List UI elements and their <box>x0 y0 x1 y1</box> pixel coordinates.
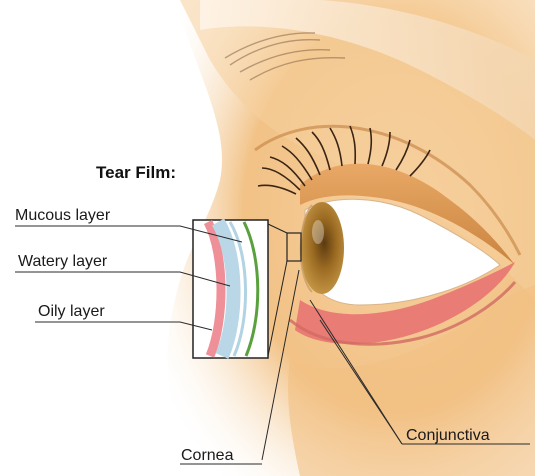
cornea-label: Cornea <box>181 447 234 464</box>
watery-layer-label: Watery layer <box>18 253 108 270</box>
conjunctiva-label: Conjunctiva <box>406 427 490 444</box>
tear-film-title: Tear Film: <box>96 163 176 182</box>
tear-film-inset <box>193 220 268 358</box>
mucous-layer-label: Mucous layer <box>15 207 111 224</box>
oily-layer-label: Oily layer <box>38 303 105 320</box>
